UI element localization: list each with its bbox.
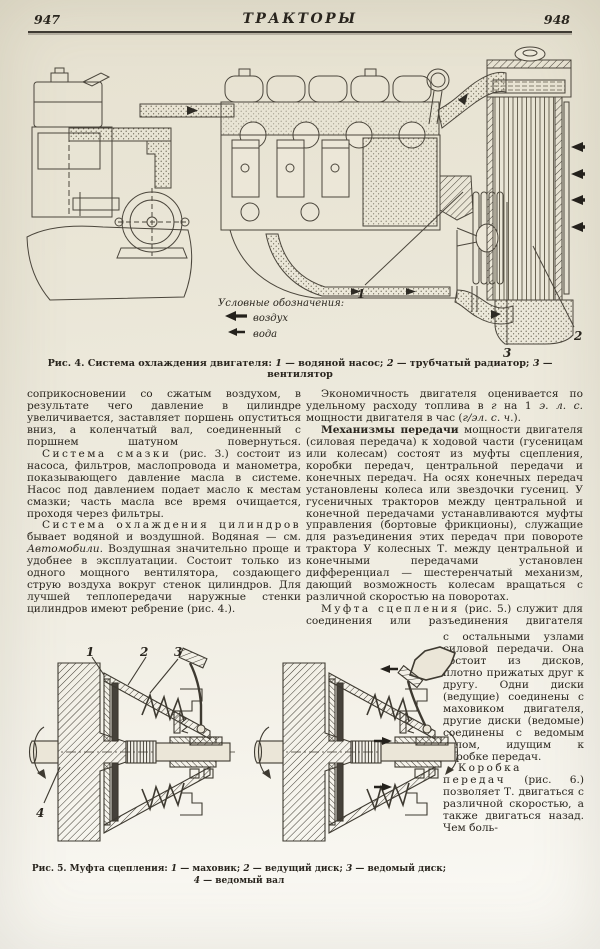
figure5-clutch-diagram: 1 2 3 4 [28, 645, 458, 842]
figure4-caption: Рис. 4. Система охлаждения двигателя: 1 … [47, 358, 553, 380]
paragraph: Система смазки (рис. 3.) состоит из насо… [27, 447, 302, 520]
page-number-right: 948 [543, 12, 570, 27]
figure4-callout-2: 2 [573, 329, 582, 343]
airflow-arrows [571, 142, 585, 232]
engine-cooling-line-art [26, 46, 585, 345]
figure4-callout-3: 3 [503, 346, 511, 358]
text-column-left: соприкосновении со сжатым воздухом, в ре… [27, 388, 302, 616]
legend-title: Условные обозначения: [218, 298, 344, 309]
paragraph: Экономичность двигателя оценивается по у… [306, 388, 583, 424]
legend-air-label: воздух [253, 313, 288, 324]
figure5-caption: Рис. 5. Муфта сцепления: 1 — маховик; 2 … [20, 864, 458, 887]
paragraph: Механизмы передачи мощности двигателя (с… [306, 423, 583, 604]
text-column-right-wide: Экономичность двигателя оценивается по у… [306, 388, 583, 628]
figure5-caption-line1: Рис. 5. Муфта сцепления: 1 — маховик; 2 … [31, 864, 447, 874]
motion-arrows [374, 665, 398, 791]
figure4-legend: Условные обозначения: воздух вода [218, 298, 344, 340]
paragraph: соприкосновении со сжатым воздухом, в ре… [27, 388, 301, 448]
figure5-callout-3: 3 [174, 645, 182, 659]
clutch-disengaged-drawing [253, 646, 458, 842]
paragraph: Муфта сцепления (рис. 5.) служит для сое… [306, 603, 583, 628]
figure5-callout-4: 4 [36, 806, 44, 820]
paragraph: Коробка передач (рис. 6.) позволяет Т. д… [443, 762, 584, 835]
air-arrow-icon [225, 311, 247, 321]
text-column-right-narrow: с остальными узлами силовой передачи. Он… [443, 631, 584, 835]
water-arrow-icon [228, 328, 245, 336]
legend-water-label: вода [253, 329, 277, 340]
page-number-left: 947 [34, 12, 61, 27]
paragraph: с остальными узлами силовой передачи. Он… [443, 631, 584, 763]
paragraph: Система охлаждения цилиндров бывает водя… [27, 519, 301, 616]
figure5-callout-2: 2 [139, 645, 148, 659]
header-rule [28, 31, 572, 33]
figure5-caption-line2: 4 — ведомый вал [193, 875, 285, 886]
figure5-callout-1: 1 [86, 645, 94, 659]
figure4-engine-cooling-diagram: 1 2 3 Условные обозначения: воздух вода [26, 46, 585, 358]
running-head-title: ТРАКТОРЫ [242, 11, 358, 27]
figure4-callout-1: 1 [357, 287, 365, 301]
clutch-engaged-drawing: 1 2 3 4 [28, 645, 236, 842]
